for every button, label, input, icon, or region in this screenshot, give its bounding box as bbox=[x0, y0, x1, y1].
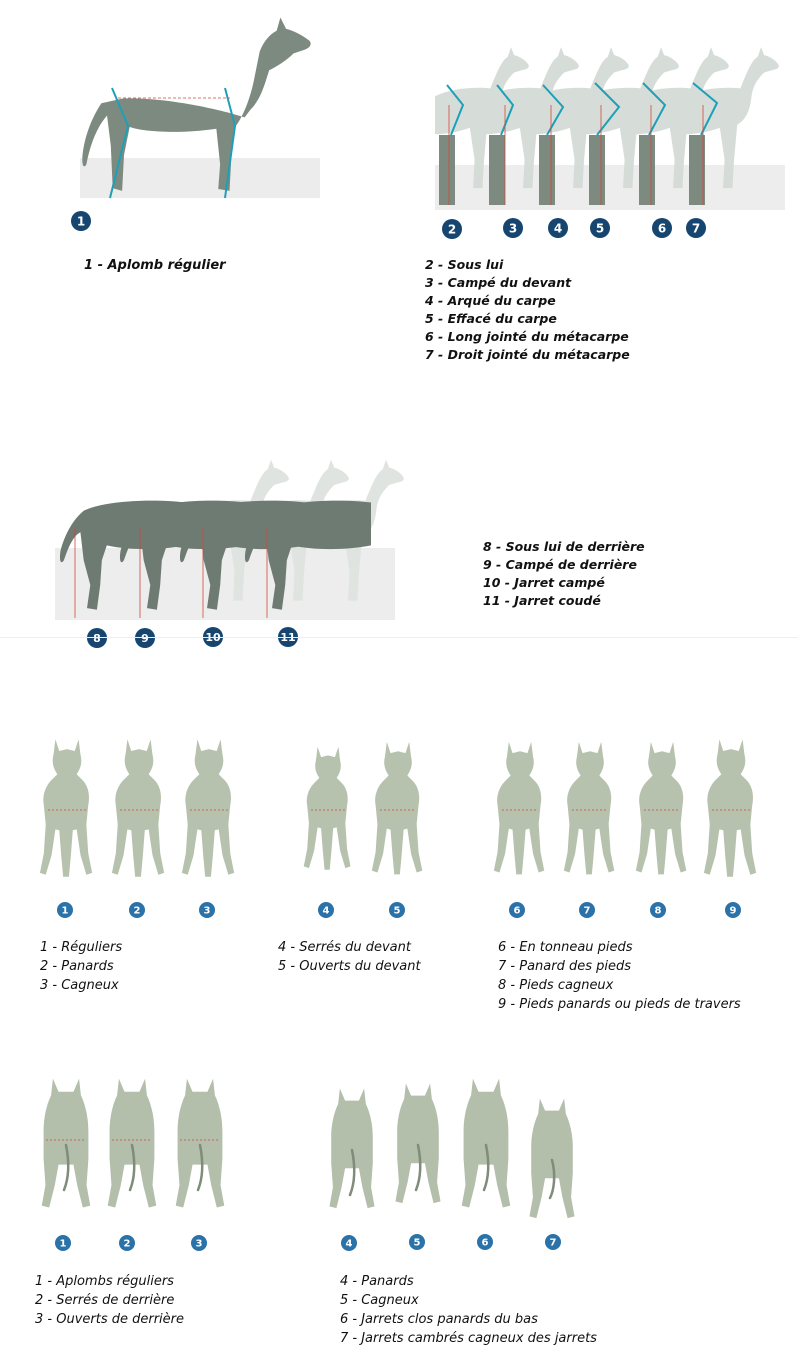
front-view-dogs bbox=[0, 730, 798, 900]
caption-6: 6 - Long jointé du métacarpe bbox=[425, 328, 630, 346]
svg-text:2: 2 bbox=[448, 223, 456, 237]
rear-badge-3: 3 bbox=[191, 1235, 207, 1251]
badge-7: 7 bbox=[686, 218, 706, 238]
badge-3: 3 bbox=[503, 218, 523, 238]
badge-5: 5 bbox=[590, 218, 610, 238]
svg-text:4: 4 bbox=[346, 1239, 353, 1250]
svg-text:5: 5 bbox=[596, 222, 604, 236]
badge-6: 6 bbox=[652, 218, 672, 238]
front-badge-8: 8 bbox=[650, 902, 666, 918]
rear-badge-5: 5 bbox=[409, 1234, 425, 1250]
caption-list-front-c: 6 - En tonneau pieds 7 - Panard des pied… bbox=[498, 938, 741, 1014]
caption-list-hindlimb: 8 - Sous lui de derrière 9 - Campé de de… bbox=[483, 538, 645, 610]
front-dog-1 bbox=[40, 739, 92, 876]
svg-text:2: 2 bbox=[124, 1239, 131, 1250]
caption-10: 10 - Jarret campé bbox=[483, 574, 645, 592]
svg-text:6: 6 bbox=[482, 1238, 489, 1249]
svg-text:9: 9 bbox=[141, 632, 149, 645]
section-divider bbox=[0, 637, 798, 638]
caption-list-front-a: 1 - Réguliers 2 - Panards 3 - Cagneux bbox=[40, 938, 122, 995]
caption-8: 8 - Sous lui de derrière bbox=[483, 538, 645, 556]
rear-view-section: 1 2 3 4 5 6 7 1 - Aplombs réguliers 2 - … bbox=[0, 1050, 798, 1360]
front-dog-3 bbox=[182, 739, 234, 876]
front-badge-9: 9 bbox=[725, 902, 741, 918]
forelimb-side-section: 1 1 - Aplomb régulier bbox=[0, 0, 798, 380]
caption-list-rear-a: 1 - Aplombs réguliers 2 - Serrés de derr… bbox=[35, 1272, 184, 1329]
badge-9: 9 bbox=[135, 628, 155, 648]
rear-view-badges: 1 2 3 4 5 6 7 bbox=[0, 1231, 798, 1255]
caption-2: 2 - Sous lui bbox=[425, 256, 630, 274]
caption-list-forelimb-series: 2 - Sous lui 3 - Campé du devant 4 - Arq… bbox=[425, 256, 630, 364]
svg-text:6: 6 bbox=[514, 906, 521, 917]
svg-text:7: 7 bbox=[584, 906, 591, 917]
hindlimb-series-figure bbox=[45, 448, 405, 623]
forelimb-series-figure bbox=[435, 35, 785, 215]
front-dog-7 bbox=[564, 742, 614, 875]
svg-text:8: 8 bbox=[93, 632, 101, 645]
badge-2: 2 bbox=[442, 219, 462, 239]
front-dog-4 bbox=[304, 747, 351, 870]
svg-text:3: 3 bbox=[509, 222, 517, 236]
svg-text:1: 1 bbox=[77, 215, 85, 229]
dog-side-regular-figure bbox=[60, 8, 320, 223]
front-badge-1: 1 bbox=[57, 902, 73, 918]
caption-5: 5 - Effacé du carpe bbox=[425, 310, 630, 328]
front-badge-6: 6 bbox=[509, 902, 525, 918]
front-badge-4: 4 bbox=[318, 902, 334, 918]
rear-badge-2: 2 bbox=[119, 1235, 135, 1251]
svg-text:3: 3 bbox=[196, 1239, 203, 1250]
hindlimb-side-section: 8 9 10 11 8 - Sous lui de derrière 9 - C… bbox=[0, 440, 798, 660]
front-dog-9 bbox=[704, 739, 756, 876]
rear-badge-1: 1 bbox=[55, 1235, 71, 1251]
front-view-section: 1 2 3 4 5 6 7 8 9 1 - Réguliers 2 - Pana… bbox=[0, 720, 798, 1020]
caption-list-rear-b: 4 - Panards 5 - Cagneux 6 - Jarrets clos… bbox=[340, 1272, 597, 1348]
front-dog-8 bbox=[636, 742, 686, 875]
svg-text:4: 4 bbox=[554, 222, 562, 236]
badge-4: 4 bbox=[548, 218, 568, 238]
front-view-badges: 1 2 3 4 5 6 7 8 9 bbox=[0, 898, 798, 922]
svg-text:3: 3 bbox=[204, 906, 211, 917]
caption-4: 4 - Arqué du carpe bbox=[425, 292, 630, 310]
hindlimb-series-badges: 8 9 10 11 bbox=[85, 625, 315, 651]
svg-text:8: 8 bbox=[655, 906, 662, 917]
forelimb-series-badges: 2 3 4 5 6 7 bbox=[440, 216, 720, 242]
caption-aplomb-regulier: 1 - Aplomb régulier bbox=[84, 257, 226, 276]
badge-8: 8 bbox=[87, 628, 107, 648]
svg-text:9: 9 bbox=[730, 906, 737, 917]
caption-list-front-b: 4 - Serrés du devant 5 - Ouverts du deva… bbox=[278, 938, 421, 976]
rear-view-dogs bbox=[0, 1050, 798, 1240]
front-dog-5 bbox=[372, 742, 422, 875]
svg-text:7: 7 bbox=[550, 1238, 557, 1249]
svg-text:5: 5 bbox=[414, 1238, 421, 1249]
svg-text:6: 6 bbox=[658, 222, 666, 236]
front-badge-3: 3 bbox=[199, 902, 215, 918]
caption-11: 11 - Jarret coudé bbox=[483, 592, 645, 610]
rear-badge-6: 6 bbox=[477, 1234, 493, 1250]
front-badge-7: 7 bbox=[579, 902, 595, 918]
svg-text:2: 2 bbox=[134, 906, 141, 917]
rear-badge-4: 4 bbox=[341, 1235, 357, 1251]
svg-text:1: 1 bbox=[62, 906, 69, 917]
caption-7: 7 - Droit jointé du métacarpe bbox=[425, 346, 630, 364]
front-dog-6 bbox=[494, 742, 544, 875]
svg-text:4: 4 bbox=[323, 906, 330, 917]
front-badge-2: 2 bbox=[129, 902, 145, 918]
svg-text:1: 1 bbox=[60, 1239, 67, 1250]
caption-3: 3 - Campé du devant bbox=[425, 274, 630, 292]
rear-badge-7: 7 bbox=[545, 1234, 561, 1250]
svg-text:5: 5 bbox=[394, 906, 401, 917]
front-badge-5: 5 bbox=[389, 902, 405, 918]
svg-text:7: 7 bbox=[692, 222, 700, 236]
rear-dog-7 bbox=[529, 1098, 574, 1218]
caption-9: 9 - Campé de derrière bbox=[483, 556, 645, 574]
front-dog-2 bbox=[112, 739, 164, 876]
badge-1: 1 bbox=[70, 210, 92, 232]
